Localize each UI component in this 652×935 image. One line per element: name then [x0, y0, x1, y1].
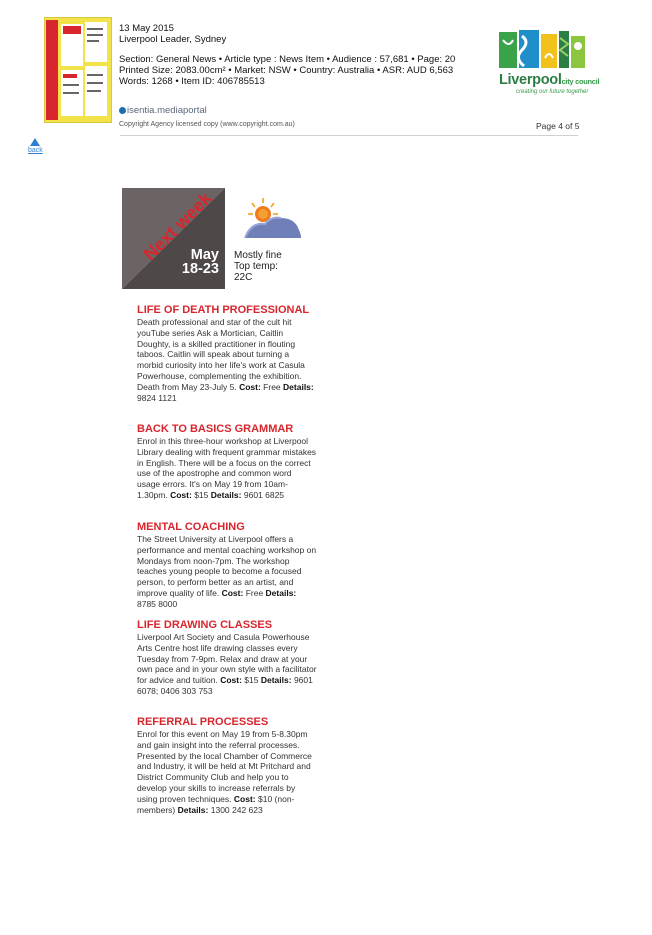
- clip-date: 13 May 2015: [119, 23, 174, 34]
- back-link[interactable]: back: [28, 138, 43, 154]
- logo-tagline: creating our future together: [516, 89, 589, 95]
- article-life-of-death: LIFE OF DEATH PROFESSIONAL Death profess…: [137, 304, 317, 403]
- isentia-icon: [119, 107, 126, 114]
- header-divider: [120, 135, 578, 136]
- weather-forecast: Mostly fine Top temp: 22C: [234, 250, 282, 283]
- publication-name: Liverpool Leader, Sydney: [119, 34, 227, 45]
- page-thumbnail: [44, 17, 112, 123]
- up-arrow-icon: [30, 138, 41, 146]
- next-week-dates: May 18-23: [181, 247, 219, 277]
- article-title: MENTAL COACHING: [137, 521, 245, 533]
- article-body: Death professional and star of the cult …: [137, 317, 314, 403]
- copyright-note: Copyright Agency licensed copy (www.copy…: [119, 121, 295, 128]
- article-mental-coaching: MENTAL COACHING The Street University at…: [137, 521, 317, 610]
- next-week-background: [122, 188, 225, 289]
- liverpool-logo: Liverpoolcity council creating our futur…: [497, 28, 615, 100]
- next-week-panel: Next week May 18-23: [122, 188, 225, 289]
- article-title: LIFE DRAWING CLASSES: [137, 619, 273, 631]
- article-body: Enrol for this event on May 19 from 5-8.…: [137, 729, 312, 815]
- article-title: BACK TO BASICS GRAMMAR: [137, 423, 294, 435]
- sun-cloud-icon: [243, 196, 303, 244]
- logo-subname: city council: [561, 77, 600, 86]
- article-title: LIFE OF DEATH PROFESSIONAL: [137, 304, 310, 316]
- back-label: back: [28, 147, 43, 154]
- article-body: The Street University at Liverpool offer…: [137, 534, 317, 609]
- logo-wordmark: Liverpoolcity council: [499, 72, 600, 88]
- article-title: REFERRAL PROCESSES: [137, 716, 269, 728]
- article-back-to-basics-grammar: BACK TO BASICS GRAMMAR Enrol in this thr…: [137, 423, 317, 501]
- article-body: Liverpool Art Society and Casula Powerho…: [137, 632, 317, 696]
- logo-graphic-icon: [499, 30, 585, 68]
- weather-condition: Mostly fine: [234, 250, 282, 261]
- article-referral-processes: REFERRAL PROCESSES Enrol for this event …: [137, 716, 317, 815]
- article-life-drawing-classes: LIFE DRAWING CLASSES Liverpool Art Socie…: [137, 619, 317, 697]
- weather-temp-label: Top temp:: [234, 261, 278, 272]
- clipping-metadata: 13 May 2015 Liverpool Leader, Sydney Sec…: [119, 23, 455, 87]
- logo-name: Liverpool: [499, 72, 562, 88]
- isentia-brand: isentia.mediaportal: [119, 105, 207, 116]
- printed-size-line: Printed Size: 2083.00cm² • Market: NSW •…: [119, 65, 454, 76]
- page-number: Page 4 of 5: [536, 121, 580, 131]
- next-week-days: 18-23: [181, 261, 219, 277]
- isentia-label: isentia.mediaportal: [127, 105, 207, 116]
- article-body: Enrol in this three-hour workshop at Liv…: [137, 436, 317, 500]
- words-line: Words: 1268 • Item ID: 406785513: [119, 76, 265, 87]
- weather-temp-value: 22C: [234, 272, 253, 283]
- next-week-month: May: [190, 247, 219, 263]
- section-line: Section: General News • Article type : N…: [119, 54, 456, 65]
